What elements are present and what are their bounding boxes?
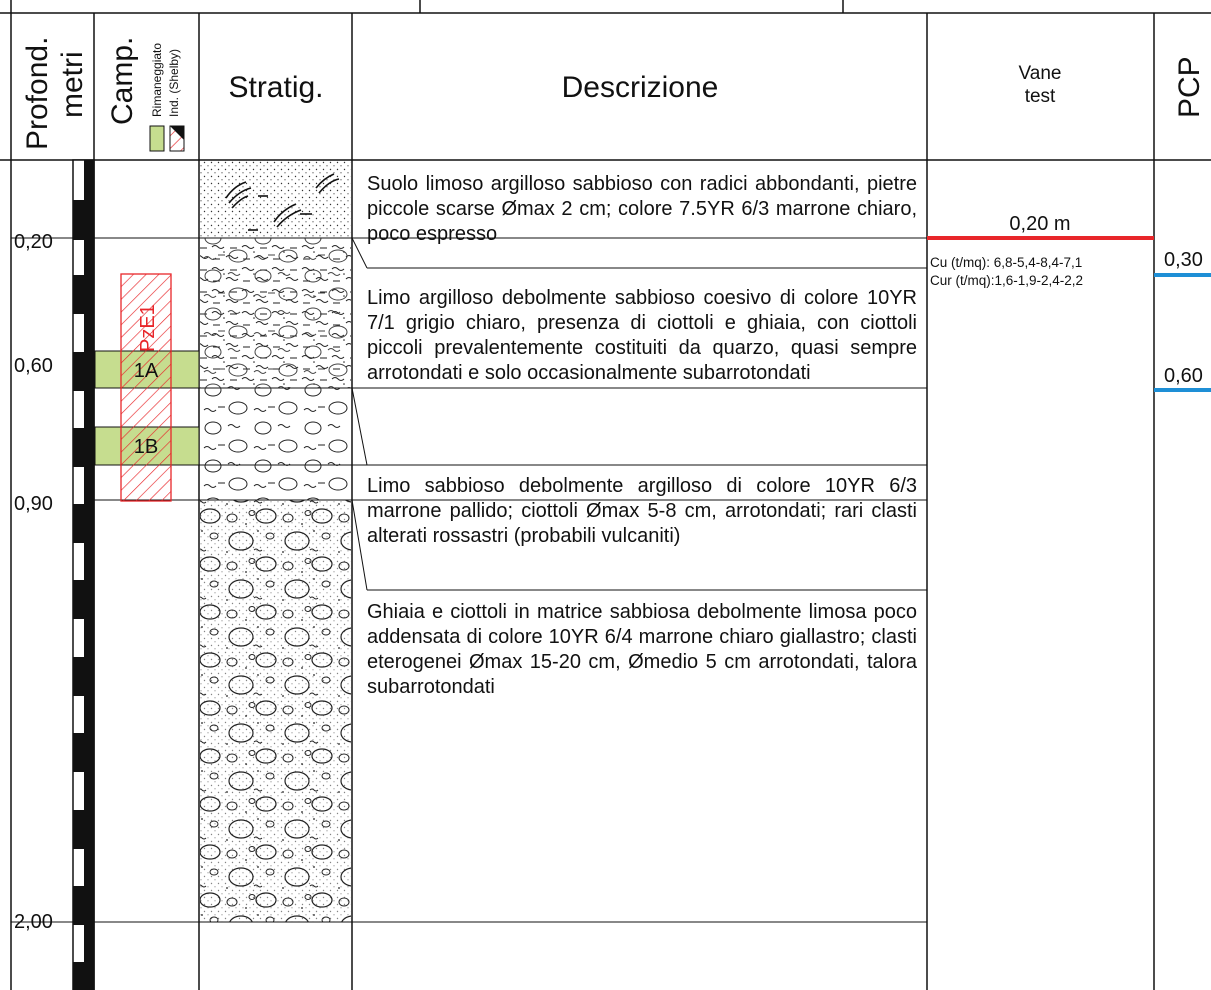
pcp-value: 0,30 <box>1164 249 1203 271</box>
description-layer-4: Ghiaia e ciottoli in matrice sabbiosa de… <box>367 601 917 698</box>
legend-remoulded-label: Rimaneggiato <box>150 43 164 117</box>
legend-remoulded-swatch <box>149 125 165 152</box>
sample-undisturbed-label: PzE1 <box>137 304 159 352</box>
vane-cu-value: Cu (t/mq): 6,8-5,4-8,4-7,1 <box>930 255 1082 270</box>
sample-1a-label: 1A <box>134 360 159 382</box>
pcp-value: 0,60 <box>1164 365 1203 387</box>
depth-labels: 0,20 0,60 0,90 2,00 <box>14 231 53 933</box>
silt-clay-layer-pebbles <box>200 238 351 388</box>
depth-label: 0,20 <box>14 231 53 253</box>
roots-icon <box>225 173 340 231</box>
description-layer-2: Limo argilloso debolmente sabbioso coesi… <box>367 287 917 384</box>
header: Profond. metri Camp. Rimaneggiato Ind. (… <box>21 37 1206 152</box>
depth-label: 2,00 <box>14 911 53 933</box>
vane-depth-label: 0,20 m <box>1009 213 1070 235</box>
vane-title-2: test <box>1025 86 1056 107</box>
vane-cur-value: Cur (t/mq):1,6-1,9-2,4-2,2 <box>930 273 1083 288</box>
samples-title: Camp. <box>106 37 139 125</box>
stratigraphy-title: Stratig. <box>228 71 323 104</box>
description-layer-3: Limo sabbioso debolmente argilloso di co… <box>367 475 917 547</box>
depth-title-2: metri <box>56 51 89 118</box>
vane-title-1: Vane <box>1019 63 1062 84</box>
legend-undisturbed-corner <box>170 126 184 140</box>
depth-label: 0,90 <box>14 493 53 515</box>
description-title: Descrizione <box>562 71 719 104</box>
samples-column: PzE1 1A 1B <box>94 273 200 502</box>
depth-scale-bar <box>72 159 95 990</box>
description-layer-1: Suolo limoso argilloso sabbioso con radi… <box>367 173 917 245</box>
depth-label: 0,60 <box>14 355 53 377</box>
vane-test: 0,20 m Cu (t/mq): 6,8-5,4-8,4-7,1 Cur (t… <box>927 213 1154 288</box>
sample-1b-label: 1B <box>134 436 158 458</box>
pcp-column: 0,30 0,60 <box>1154 249 1211 392</box>
soil-layer-pattern <box>200 161 351 238</box>
pcp-title: PCP <box>1173 56 1206 118</box>
depth-title-1: Profond. <box>21 37 54 150</box>
stratigraphy-column <box>200 161 351 922</box>
sample-undisturbed-box <box>120 273 172 502</box>
gravel-layer-dots <box>200 500 351 922</box>
sandy-silt-layer-pattern <box>200 388 351 500</box>
legend-undisturbed-label: Ind. (Shelby) <box>167 49 181 117</box>
